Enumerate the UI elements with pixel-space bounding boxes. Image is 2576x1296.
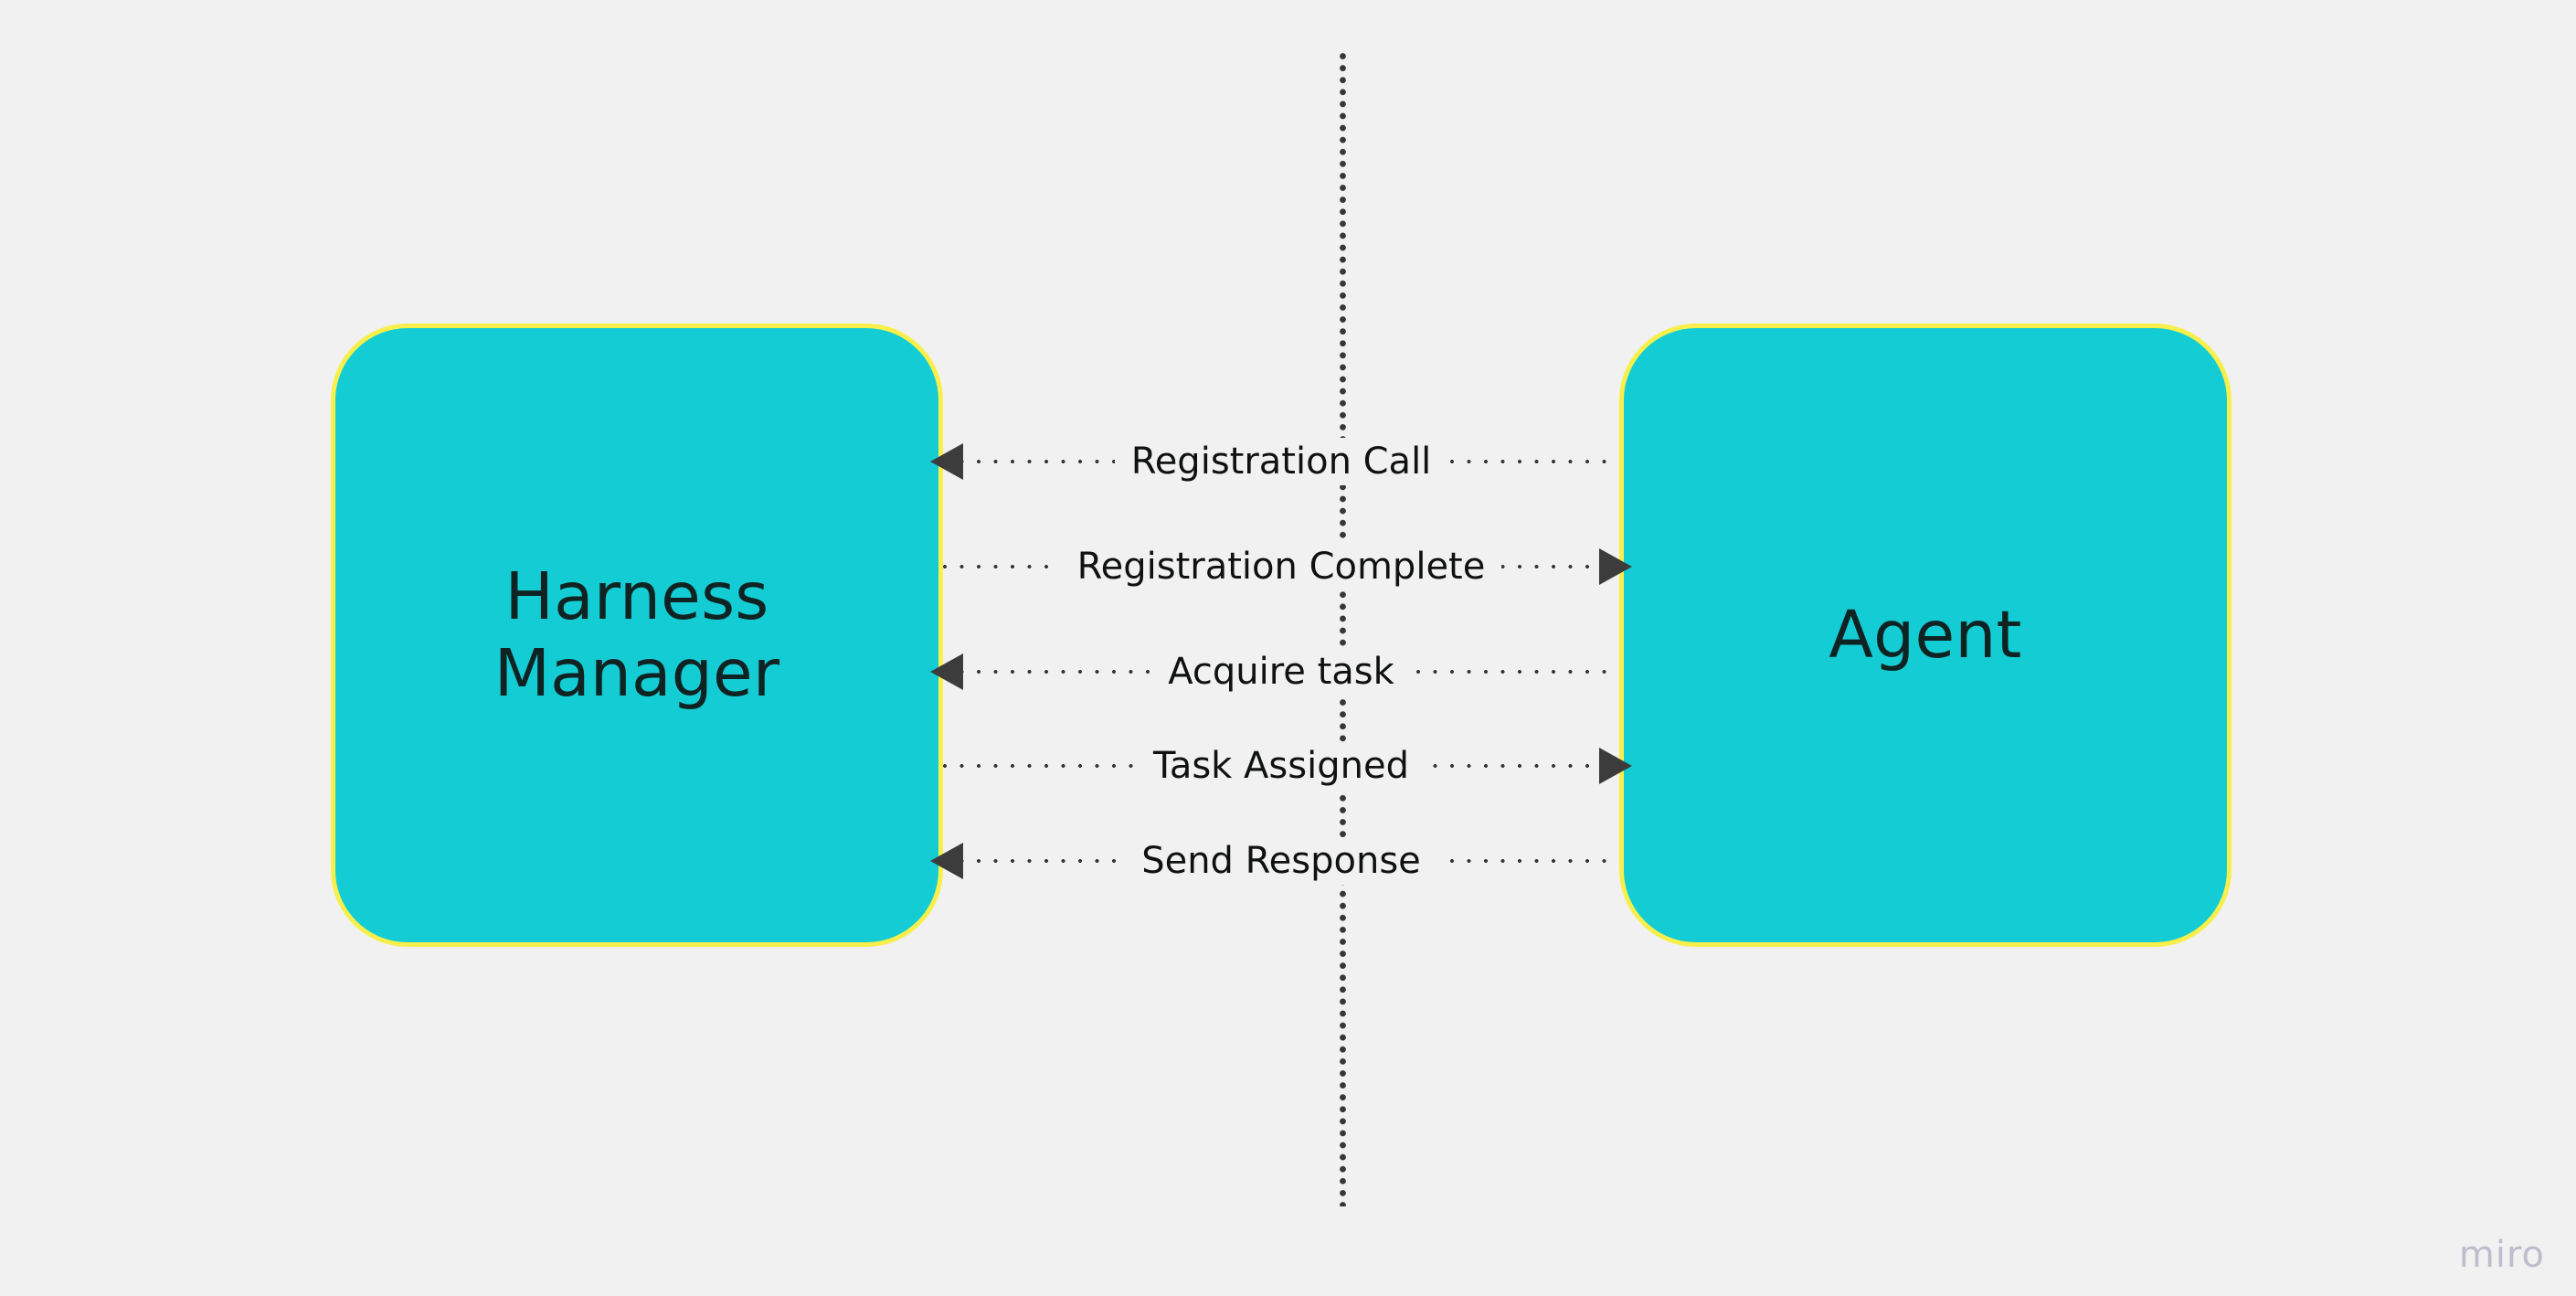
vertical-dotted-divider (1340, 53, 1346, 1206)
message-label: Send Response (1125, 837, 1437, 885)
message-label: Acquire task (1151, 648, 1411, 696)
arrow-left-icon (930, 843, 963, 879)
node-harness-manager-label: Harness Manager (493, 558, 780, 711)
miro-watermark: miro (2458, 1234, 2545, 1276)
message-label: Registration Call (1114, 438, 1448, 485)
node-harness-manager[interactable]: Harness Manager (331, 324, 943, 947)
message-label: Registration Complete (1060, 543, 1502, 590)
message-label: Task Assigned (1137, 742, 1426, 790)
arrow-left-icon (930, 443, 963, 480)
arrow-right-icon (1599, 548, 1632, 585)
node-agent-label: Agent (1829, 597, 2022, 674)
node-agent[interactable]: Agent (1619, 324, 2231, 947)
arrow-right-icon (1599, 748, 1632, 784)
arrow-left-icon (930, 653, 963, 690)
